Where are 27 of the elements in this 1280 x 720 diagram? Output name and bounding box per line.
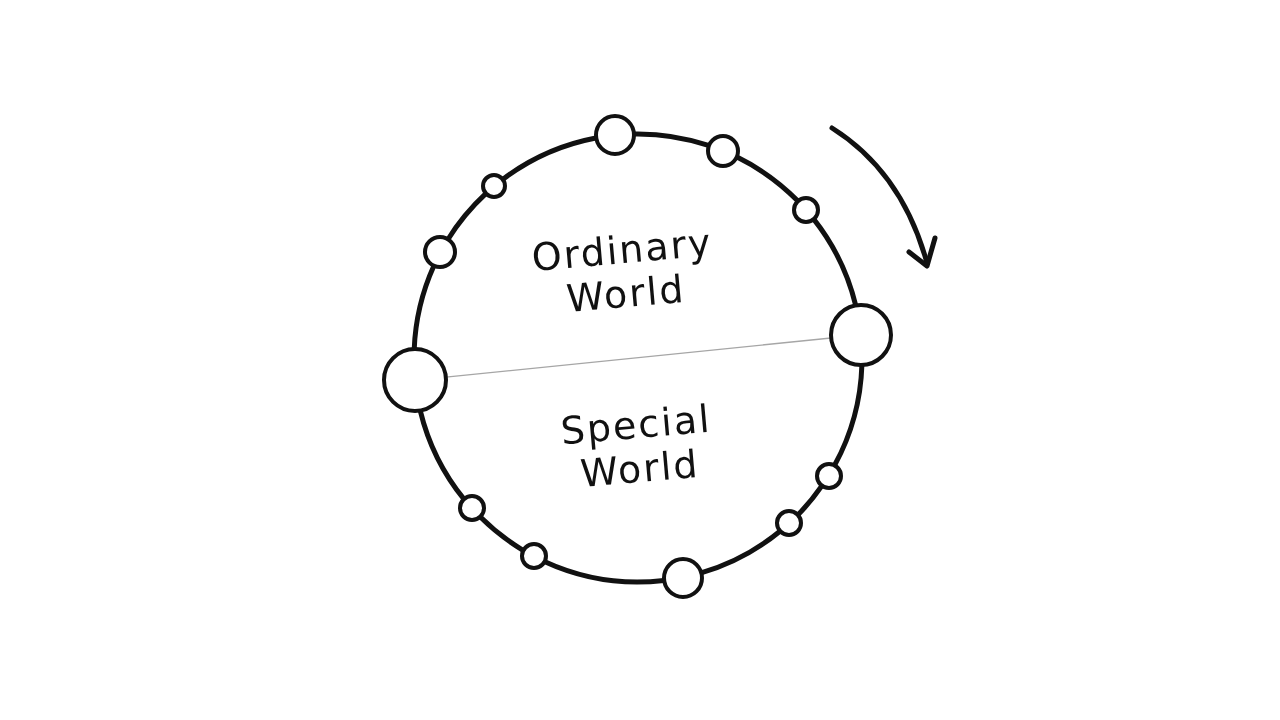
- ring-node: [792, 195, 820, 224]
- region-label: Ordinary World: [529, 219, 716, 323]
- divider-line: [445, 337, 832, 378]
- arc-line: [633, 131, 710, 149]
- ring-node: [775, 509, 804, 538]
- ring-node: [814, 461, 843, 490]
- arc-line: [543, 559, 665, 585]
- ring-node: [661, 556, 704, 599]
- arc-line: [796, 484, 825, 517]
- arc-line: [700, 529, 782, 576]
- ring-node: [423, 235, 458, 270]
- arc-line: [478, 515, 525, 553]
- ring-node: [828, 302, 893, 367]
- ring-node: [481, 173, 507, 200]
- arc-line: [411, 265, 437, 350]
- arc-line: [735, 154, 800, 203]
- arc-line: [501, 135, 597, 182]
- ring-node: [458, 494, 487, 523]
- ring-node: [706, 133, 741, 168]
- arc-line: [417, 410, 467, 501]
- region-label: Special World: [558, 395, 715, 498]
- arc-line: [445, 191, 488, 241]
- arc-line: [811, 217, 859, 307]
- ring-node: [593, 114, 636, 157]
- ring-node: [382, 347, 449, 414]
- ring-node: [519, 542, 548, 571]
- arc-line: [832, 364, 865, 467]
